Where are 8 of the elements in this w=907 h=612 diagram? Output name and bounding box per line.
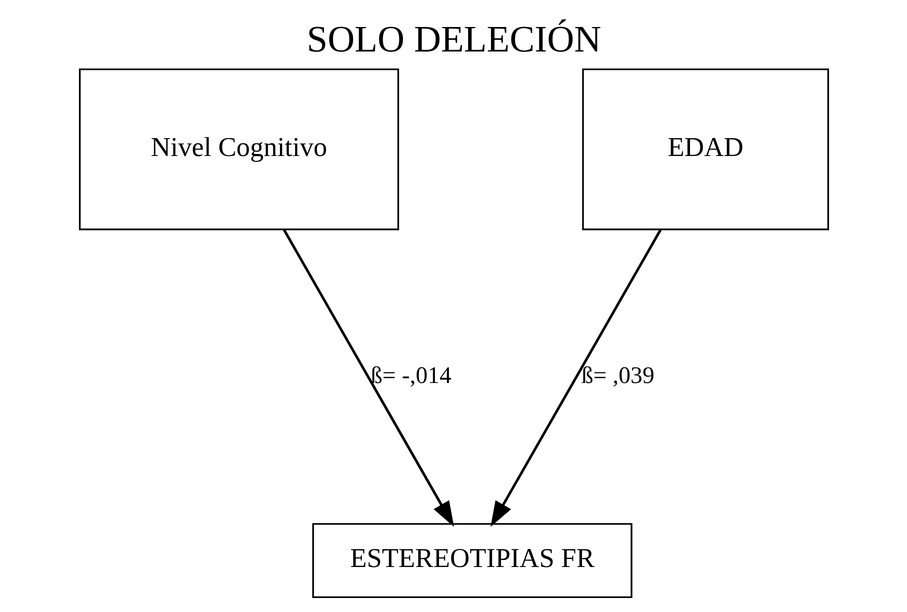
diagram-title: SOLO DELECIÓN — [306, 20, 601, 61]
arrow — [282, 229, 454, 527]
node-box: Nivel Cognitivo — [78, 68, 399, 230]
edge-label: ß= -,014 — [370, 362, 451, 389]
node-box: ESTEREOTIPIAS FR — [312, 523, 632, 598]
node-box: EDAD — [582, 68, 829, 230]
arrow — [490, 229, 662, 527]
edge-label: ß= ,039 — [580, 362, 654, 389]
